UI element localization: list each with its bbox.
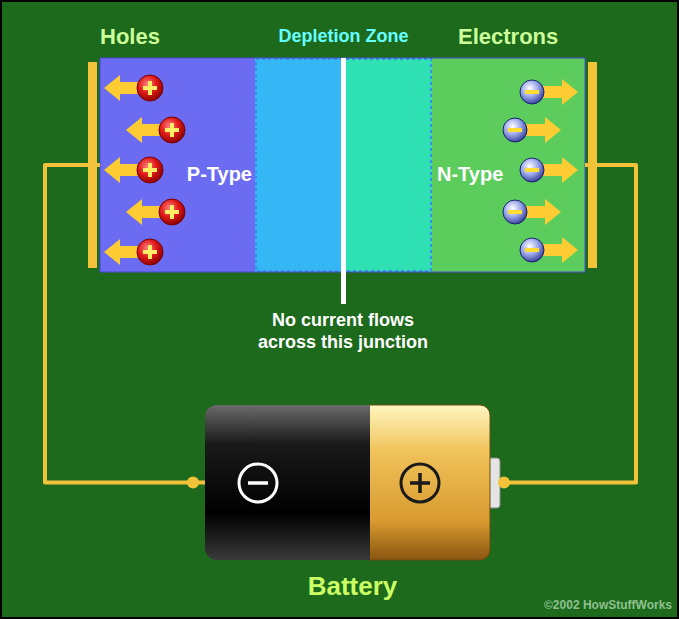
hole-particle xyxy=(104,75,163,101)
region-heading: Electrons xyxy=(458,24,598,50)
region-label: N-Type xyxy=(437,162,517,186)
junction-note: No current flows across this junction xyxy=(245,310,441,353)
text-holder: N-Type xyxy=(437,162,517,186)
text-holder: P-Type xyxy=(178,162,252,186)
junction-line xyxy=(341,58,346,304)
electron-particle xyxy=(520,79,578,105)
wire xyxy=(500,165,636,483)
plus-terminal-mark xyxy=(410,473,430,493)
battery-symbol xyxy=(205,405,500,560)
plus-terminal-mark xyxy=(401,464,439,502)
n-type-region: ElectronsN-Type xyxy=(432,58,585,272)
electron-particle xyxy=(503,199,561,225)
wire-joint xyxy=(187,477,199,489)
zone-heading: Depletion Zone xyxy=(235,26,452,48)
hole-particle xyxy=(126,199,185,225)
wire-joint xyxy=(498,477,510,489)
electron-particle xyxy=(520,237,578,263)
minus-terminal-mark xyxy=(239,464,277,502)
battery: Battery xyxy=(205,405,500,560)
p-type-region: HolesP-Type xyxy=(100,58,255,272)
minus-terminal-mark xyxy=(248,481,268,485)
n-region xyxy=(432,58,585,272)
text-holder: Battery xyxy=(205,571,500,602)
text-holder: Holes xyxy=(100,24,250,50)
battery-black-body xyxy=(205,405,370,560)
wire xyxy=(45,165,205,483)
text-holder: Electrons xyxy=(458,24,598,50)
battery-label: Battery xyxy=(205,571,500,602)
hole-particle xyxy=(126,117,185,143)
region-label: P-Type xyxy=(178,162,252,186)
copyright-note: ©2002 HowStuffWorks xyxy=(470,598,672,612)
p-region xyxy=(100,58,255,272)
electron-particle xyxy=(503,117,561,143)
text-holder: ©2002 HowStuffWorks xyxy=(470,598,672,612)
hole-particle xyxy=(104,239,163,265)
depletion-left xyxy=(255,58,344,272)
electron-particle xyxy=(520,157,578,183)
region-heading: Holes xyxy=(100,24,250,50)
battery-gold-end xyxy=(358,405,490,560)
text-holder: Depletion Zone xyxy=(235,26,452,48)
text-holder: No current flows across this junction xyxy=(245,310,441,353)
battery-black-body xyxy=(340,405,370,560)
hole-particle xyxy=(104,157,163,183)
depletion-right xyxy=(344,58,432,272)
depletion-zone: Depletion Zone xyxy=(255,58,432,272)
